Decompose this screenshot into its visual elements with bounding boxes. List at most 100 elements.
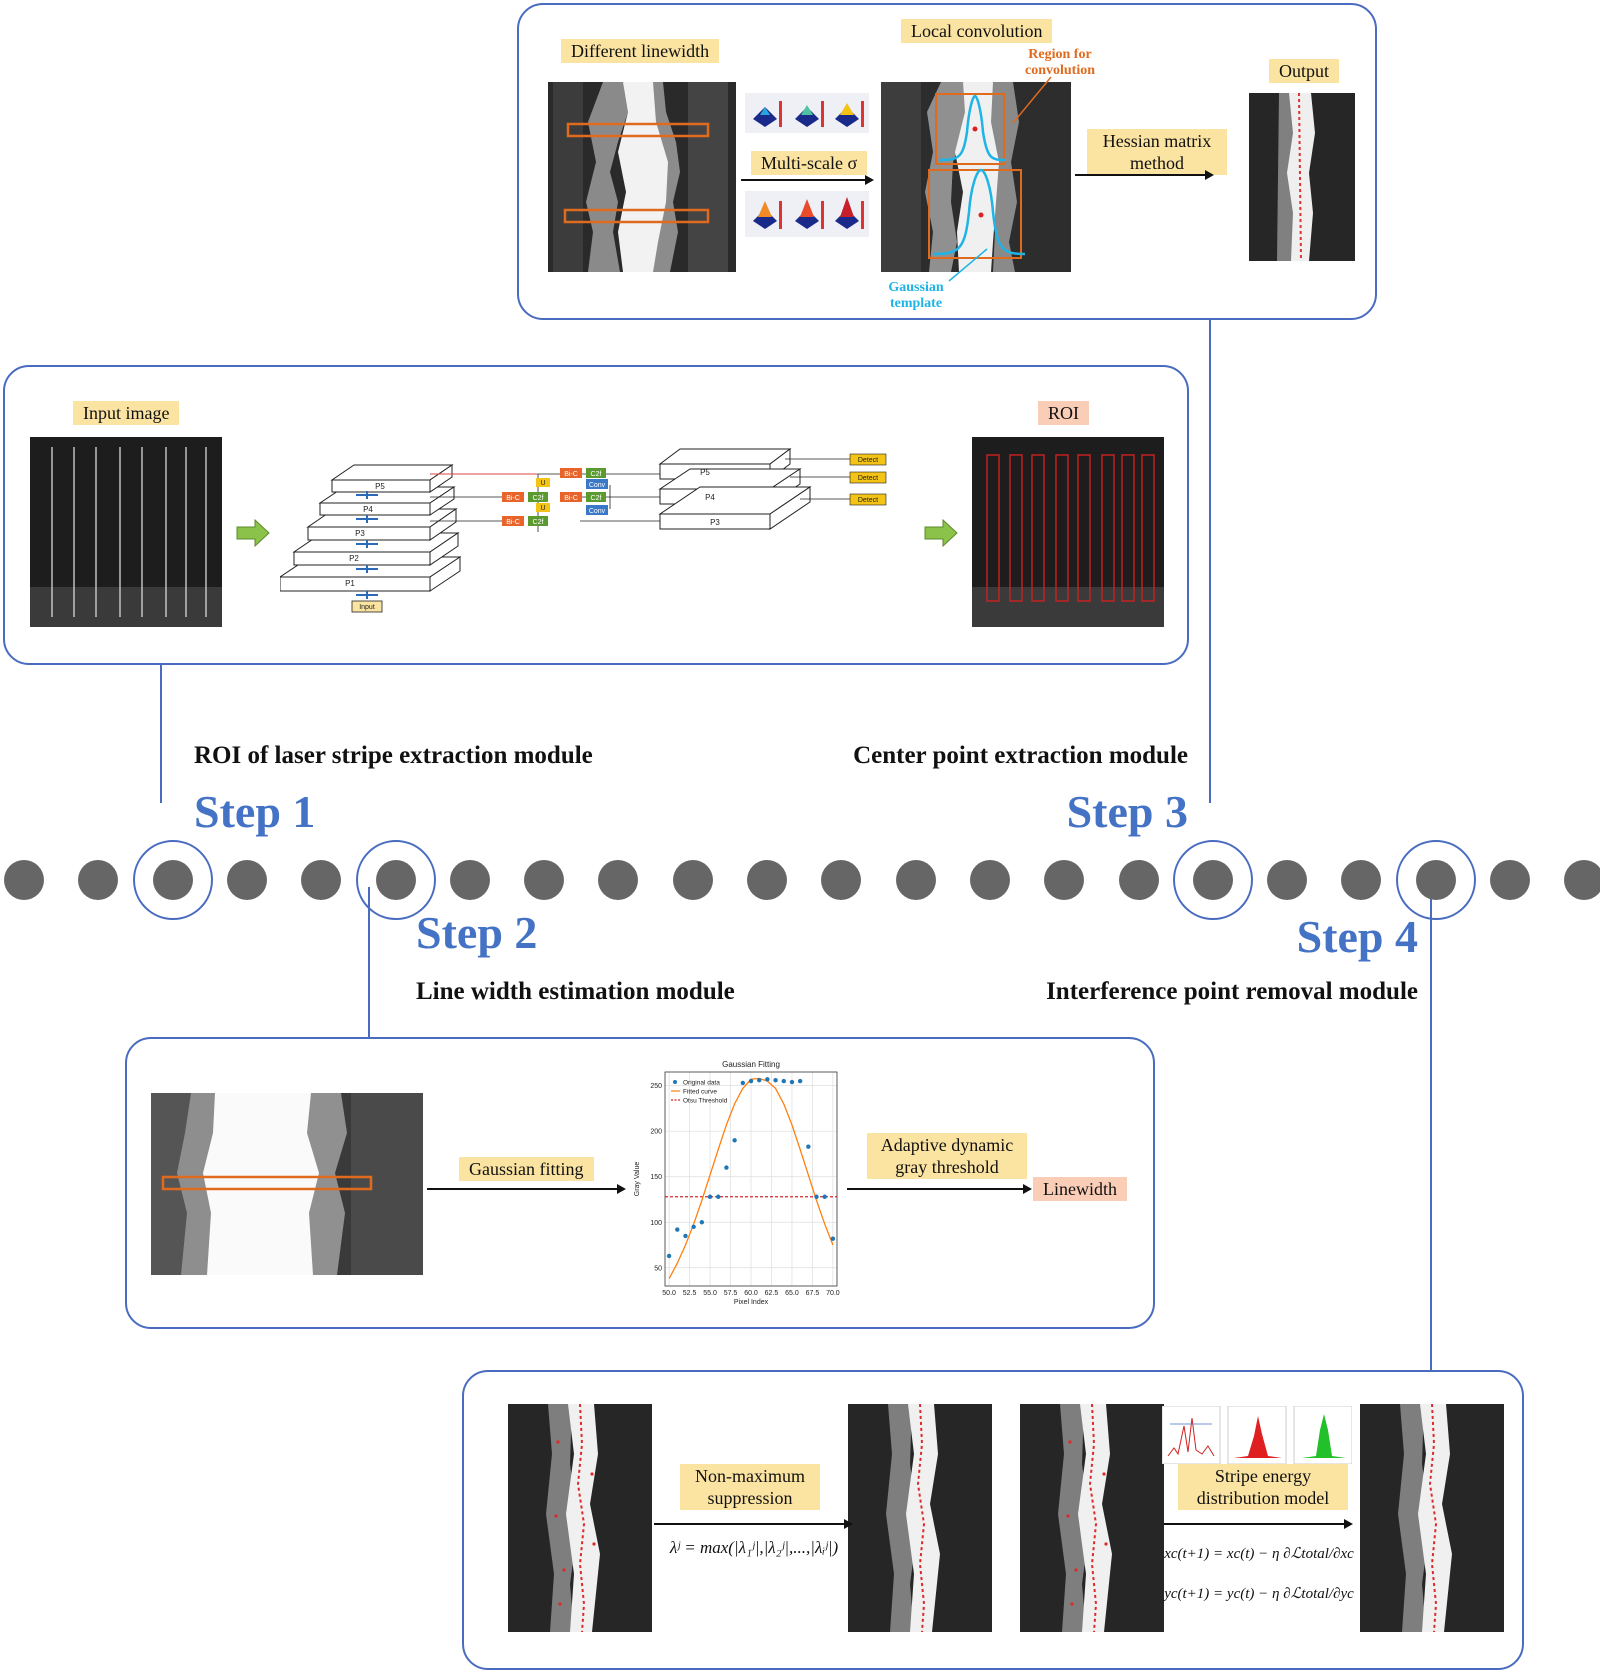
- timeline-dot: [1490, 860, 1530, 900]
- region-pointer: [1012, 76, 1052, 124]
- data-point: [691, 1224, 696, 1230]
- arrow-multiscale: [741, 175, 874, 185]
- legend-marker-data: [673, 1080, 677, 1084]
- hessian-method-tag: Hessian matrix method: [1087, 129, 1227, 175]
- block-bic-2: Bi-C: [506, 495, 520, 502]
- data-point: [822, 1194, 827, 1199]
- step2-ring: [355, 840, 436, 920]
- different-linewidth-tag: Different linewidth: [561, 39, 720, 63]
- data-point: [789, 1079, 795, 1085]
- arrow-to-chart: [427, 1184, 626, 1194]
- data-point: [814, 1194, 819, 1199]
- region-for-convolution-label: Region for convolution: [1024, 47, 1095, 78]
- linewidth-input-image: [151, 1093, 423, 1275]
- step3-module-title: Center point extraction module: [853, 742, 1188, 769]
- stripe-image-after-nms: [848, 1404, 992, 1632]
- step4-module-title: Interference point removal module: [1046, 978, 1418, 1005]
- nms-tag: Non-maximum suppression: [680, 1464, 820, 1510]
- formula-x: xc(t+1) = xc(t) − η ∂ℒtotal/∂xc: [1164, 1546, 1354, 1562]
- adaptive-threshold-tag: Adaptive dynamic gray threshold: [867, 1133, 1027, 1179]
- data-point: [756, 1077, 762, 1083]
- local-convolution-tag: Local convolution: [901, 19, 1053, 43]
- pyramid-label-p3: P3: [355, 529, 365, 538]
- network-diagram: P5 P4 P3 P2 P1 Input: [278, 437, 920, 627]
- block-bic-1: Bi-C: [564, 471, 578, 478]
- center-point-panel: Different linewidth: [517, 3, 1377, 320]
- roi-image: [972, 437, 1164, 627]
- x-tick-label: 67.5: [806, 1290, 820, 1297]
- pyramid-label-p1: P1: [345, 579, 355, 588]
- stripe-image-before-nms: [508, 1404, 652, 1632]
- pyramid-label-p5: P5: [375, 482, 385, 491]
- arrow-nms: [654, 1519, 853, 1529]
- data-point: [806, 1144, 811, 1149]
- gaussian-fitting-tag: Gaussian fitting: [459, 1157, 594, 1181]
- output-image: [1249, 93, 1355, 261]
- block-bic-3: Bi-C: [564, 495, 578, 502]
- connector-step4: [1430, 887, 1432, 1370]
- timeline-dot: [895, 860, 936, 900]
- linewidth-result-tag: Linewidth: [1033, 1177, 1127, 1201]
- nms-formula: λʲ = max(|λ₁ʲ|,|λ₂ʲ|,...,|λᵢʲ|): [669, 1538, 839, 1557]
- data-point: [683, 1233, 688, 1239]
- stripe-image-result: [1360, 1404, 1504, 1632]
- output-tag: Output: [1269, 59, 1340, 83]
- data-point: [781, 1078, 786, 1084]
- timeline-dot: [1341, 860, 1382, 900]
- timeline-dot: [301, 860, 342, 900]
- y-tick-label: 50: [654, 1265, 662, 1272]
- arrow-to-linewidth: [847, 1184, 1032, 1194]
- linewidth-image: [548, 82, 736, 272]
- stripe-image-before-energy: [1020, 1404, 1164, 1632]
- step4-ring: [1395, 840, 1476, 920]
- data-point: [765, 1077, 770, 1082]
- data-point: [732, 1138, 737, 1143]
- step2-module-title: Line width estimation module: [416, 978, 735, 1005]
- y-axis-label: Gray Value: [634, 1162, 641, 1197]
- connector-step3: [1209, 318, 1211, 803]
- detect-head-2: Detect: [858, 475, 878, 482]
- local-convolution-image: [881, 82, 1071, 272]
- x-axis-label: Pixel Index: [734, 1299, 769, 1306]
- block-u-1: U: [540, 480, 545, 487]
- output-label-p5: P5: [700, 468, 710, 477]
- pyramid-label-p2: P2: [349, 554, 359, 563]
- x-tick-label: 60.0: [744, 1290, 758, 1297]
- block-conv-1: Conv: [589, 482, 606, 489]
- legend-label-data: Original data: [683, 1080, 720, 1087]
- step2-label: Step 2: [416, 907, 538, 958]
- data-point: [716, 1194, 721, 1199]
- data-point: [666, 1253, 672, 1259]
- block-c2f-1: C2f: [591, 471, 602, 478]
- timeline-dot: [1564, 860, 1600, 900]
- legend-label-threshold: Otsu Threshold: [683, 1098, 728, 1105]
- plot-frame: [664, 1071, 838, 1287]
- data-point: [740, 1080, 746, 1086]
- step1-ring: [132, 840, 213, 920]
- timeline-dot: [672, 860, 713, 900]
- timeline-dot: [1044, 860, 1085, 900]
- stripe-energy-tag: Stripe energy distribution model: [1178, 1464, 1348, 1510]
- y-tick-label: 150: [650, 1174, 662, 1181]
- timeline-dot: [969, 860, 1010, 900]
- timeline-dot: [1118, 860, 1159, 900]
- output-label-p3: P3: [710, 518, 720, 527]
- data-point: [707, 1194, 713, 1199]
- gaussian-template-label: Gaussian template: [888, 280, 944, 311]
- arrow-hessian: [1075, 170, 1214, 180]
- timeline-dot: [821, 860, 862, 900]
- step4-label: Step 4: [1296, 911, 1418, 962]
- detect-head-1: Detect: [858, 457, 878, 464]
- data-point: [830, 1236, 836, 1241]
- block-bic-4: Bi-C: [506, 519, 520, 526]
- connector-step1: [160, 645, 162, 803]
- input-image: [30, 437, 222, 627]
- timeline-dot: [449, 860, 490, 900]
- network-input-label: Input: [359, 604, 375, 611]
- formula-y: yc(t+1) = yc(t) − η ∂ℒtotal/∂yc: [1164, 1586, 1354, 1602]
- x-tick-label: 70.0: [826, 1290, 840, 1297]
- multiscale-kernels: [745, 93, 869, 238]
- pyramid-label-p4: P4: [363, 505, 373, 514]
